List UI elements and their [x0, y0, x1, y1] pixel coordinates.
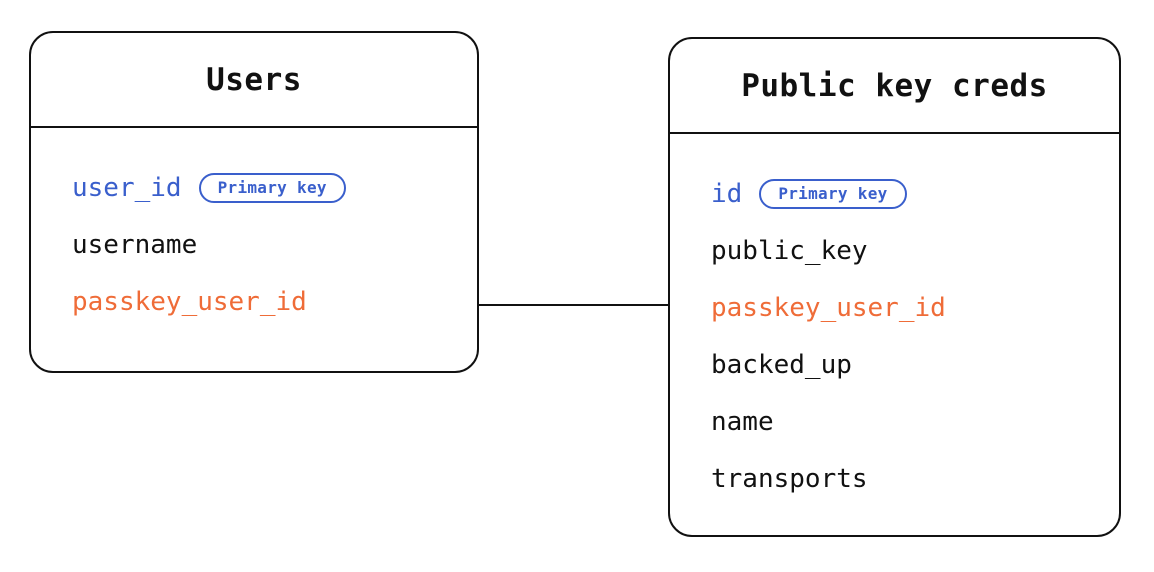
field-name-public-key: public_key [711, 235, 868, 266]
field-row-id[interactable]: id Primary key [711, 165, 1119, 222]
field-name-username: username [72, 229, 198, 260]
field-row-user-id[interactable]: user_id Primary key [72, 159, 477, 216]
field-row-passkey-user-id-creds[interactable]: passkey_user_id [711, 279, 1119, 336]
field-name-backed-up: backed_up [711, 349, 852, 380]
field-name-name: name [711, 406, 774, 437]
entity-header-public-key-creds: Public key creds [670, 39, 1119, 132]
field-row-public-key[interactable]: public_key [711, 222, 1119, 279]
primary-key-badge-label-public-key-creds: Primary key [778, 183, 888, 203]
field-name-passkey-user-id-users: passkey_user_id [72, 286, 307, 317]
entity-box-public-key-creds[interactable]: Public key creds id Primary key public_k… [668, 37, 1121, 537]
field-row-transports[interactable]: transports [711, 450, 1119, 507]
field-name-transports: transports [711, 463, 868, 494]
entity-box-users[interactable]: Users user_id Primary key username passk… [29, 31, 479, 373]
entity-title-public-key-creds: Public key creds [741, 67, 1048, 104]
field-list-public-key-creds: id Primary key public_key passkey_user_i… [670, 132, 1119, 507]
primary-key-badge-public-key-creds: Primary key [759, 178, 907, 209]
relationship-connector-users-to-public-key-creds [478, 304, 670, 306]
entity-title-users: Users [206, 61, 302, 98]
field-list-users: user_id Primary key username passkey_use… [31, 126, 477, 330]
primary-key-badge-users: Primary key [198, 172, 346, 203]
field-name-id: id [711, 178, 743, 209]
field-row-passkey-user-id-users[interactable]: passkey_user_id [72, 273, 477, 330]
field-row-username[interactable]: username [72, 216, 477, 273]
entity-header-users: Users [31, 33, 477, 126]
entity-header-divider-users [31, 126, 477, 128]
field-row-name[interactable]: name [711, 393, 1119, 450]
field-name-user-id: user_id [72, 172, 182, 203]
primary-key-badge-label-users: Primary key [217, 177, 327, 197]
field-row-backed-up[interactable]: backed_up [711, 336, 1119, 393]
entity-header-divider-public-key-creds [670, 132, 1119, 134]
field-name-passkey-user-id-creds: passkey_user_id [711, 292, 946, 323]
